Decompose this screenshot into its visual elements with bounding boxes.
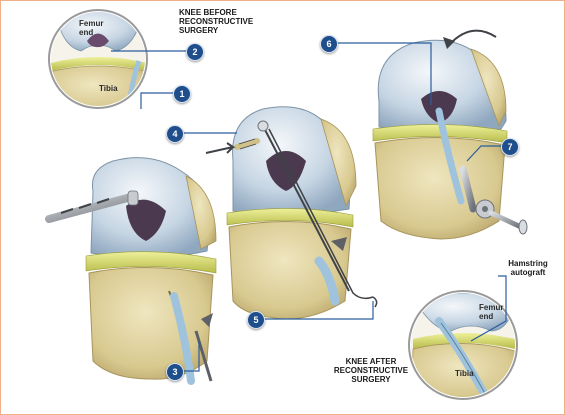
step-3-marker: 3 — [166, 363, 184, 381]
knee-step-graft-passage — [227, 107, 356, 319]
label-tibia-after: Tibia — [455, 369, 474, 378]
label-tibia-before: Tibia — [99, 84, 118, 93]
knee-step-drill-tibia — [86, 158, 216, 381]
step-6-marker: 6 — [320, 35, 338, 53]
label-femur-end-after: Femur end — [479, 303, 503, 321]
caption-hamstring-autograft: Hamstring autograft — [498, 259, 558, 277]
step-4-marker: 4 — [166, 125, 184, 143]
step-2-marker: 2 — [186, 43, 204, 61]
step-7-marker: 7 — [501, 138, 519, 156]
caption-knee-after: KNEE AFTER RECONSTRUCTIVE SURGERY — [331, 357, 411, 384]
label-femur-end-before: Femur end — [79, 19, 103, 37]
caption-knee-before: KNEE BEFORE RECONSTRUCTIVE SURGERY — [179, 8, 269, 35]
step-1-marker: 1 — [173, 85, 191, 103]
step-5-marker: 5 — [247, 311, 265, 329]
